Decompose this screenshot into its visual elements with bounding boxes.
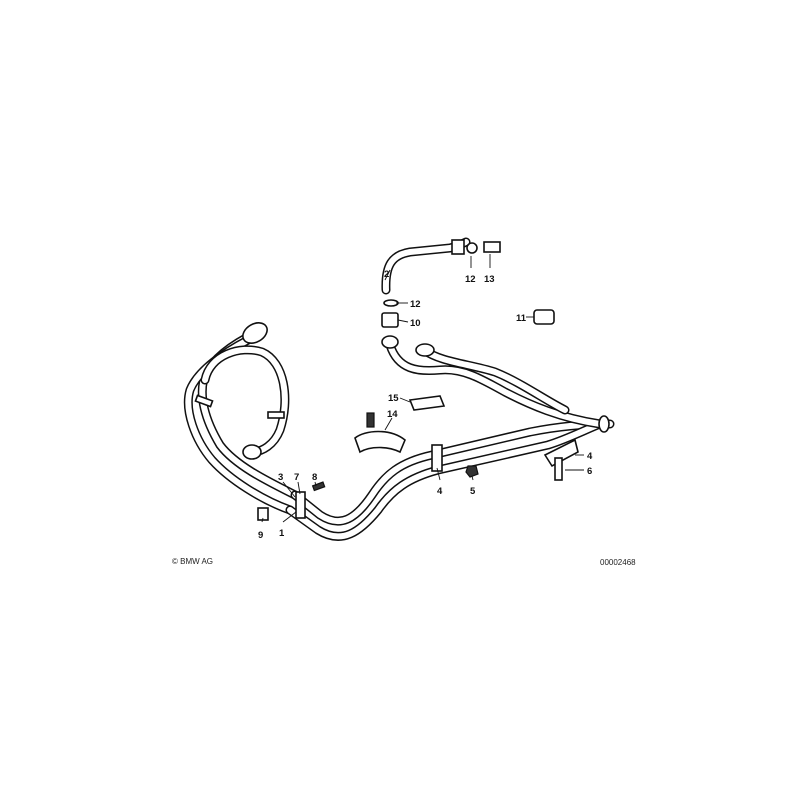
screw-8 (311, 481, 326, 492)
callout-10: 10 (410, 318, 421, 329)
callout-14: 14 (387, 409, 398, 420)
loop-hose-sleeve (267, 411, 285, 419)
callout-3: 3 (278, 472, 283, 483)
leader-4-middle (436, 467, 441, 481)
sealing-ring-12-upper (466, 242, 478, 254)
drawing-number: 00002468 (600, 558, 636, 567)
bracket-14-bolt (366, 412, 375, 428)
callout-9: 9 (258, 530, 263, 541)
callout-1: 1 (279, 528, 285, 539)
leader-lines (261, 254, 584, 523)
top-banjo-fitting (451, 239, 465, 255)
callout-11: 11 (516, 313, 527, 324)
pipe-clamp-4-middle (431, 444, 443, 472)
right-pipe-end (598, 415, 610, 433)
hollow-bolt-13 (483, 241, 501, 253)
leader-7 (297, 481, 301, 495)
leader-1 (282, 511, 297, 523)
bracket-4-right (543, 438, 579, 468)
callout-2: 2 (384, 269, 389, 280)
upper-pipe-b-inner (424, 350, 565, 410)
callout-15: 15 (388, 393, 399, 404)
callout-4-middle: 4 (437, 486, 443, 497)
banjo-fitting-10 (381, 312, 399, 328)
hose-assembly (188, 240, 610, 536)
copyright-notice: © BMW AG (172, 557, 214, 566)
upper-right-hose-end (415, 343, 435, 357)
callout-8: 8 (312, 472, 317, 483)
callout-6: 6 (587, 466, 592, 477)
loop-hose-end-fitting (242, 444, 262, 460)
leader-8 (314, 481, 317, 487)
sealing-ring-12-lower (383, 299, 399, 307)
leader-15 (399, 397, 411, 403)
leader-10 (397, 319, 409, 323)
clip-15 (408, 395, 446, 411)
nut-5 (465, 465, 479, 478)
left-hose-sleeve (194, 394, 214, 408)
callout-12-mid: 12 (410, 299, 421, 310)
bracket-14 (354, 430, 406, 454)
callout-7: 7 (294, 472, 299, 483)
leader-2 (384, 269, 391, 281)
left-hose-end-fitting (242, 322, 268, 344)
leader-9 (261, 517, 264, 523)
bolt-6 (554, 457, 563, 481)
upper-left-hose-end (381, 335, 399, 349)
callout-labels: 2 12 13 12 10 11 15 14 3 7 8 1 9 4 5 4 6 (258, 269, 593, 541)
callout-13: 13 (484, 274, 495, 285)
callout-5: 5 (470, 486, 476, 497)
leader-14 (384, 417, 393, 431)
pipe-clamp-1 (295, 491, 306, 519)
callout-4-right: 4 (587, 451, 593, 462)
adapter-11 (533, 309, 555, 325)
callout-12-top: 12 (465, 274, 476, 285)
leader-5 (471, 475, 474, 481)
clamp-nut-9 (257, 507, 269, 521)
leader-3 (282, 481, 296, 498)
